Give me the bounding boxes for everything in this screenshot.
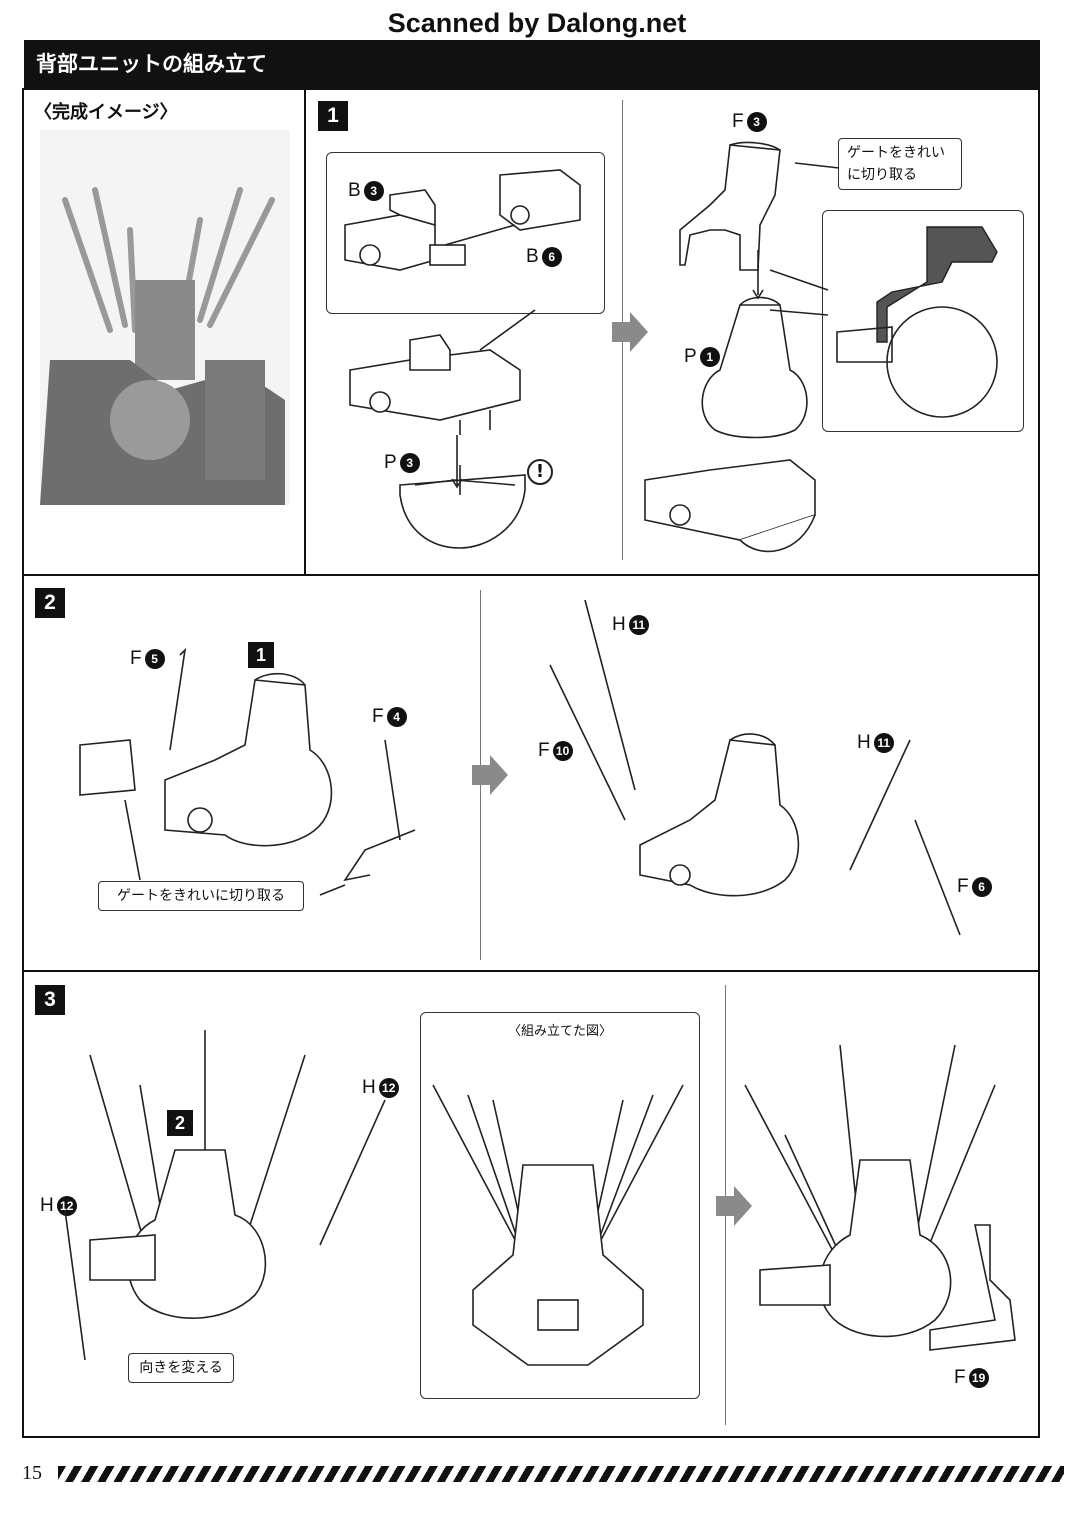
part-number-badge: 1 <box>699 347 720 367</box>
step-number-3: 3 <box>35 985 65 1015</box>
next-arrow-icon <box>612 312 648 352</box>
part-number-badge: 6 <box>541 247 562 267</box>
part-letter: H <box>362 1077 376 1098</box>
note-pointer <box>794 162 840 169</box>
part-letter: F <box>130 648 142 669</box>
part-drawing-b3 <box>344 189 466 271</box>
part-letter: H <box>612 614 626 635</box>
ref-step-2: 2 <box>167 1110 193 1136</box>
part-letter: B <box>526 246 539 267</box>
scan-credit: Scanned by Dalong.net <box>387 8 687 38</box>
part-number-badge: 12 <box>56 1196 77 1216</box>
note-text: ゲートをきれい に切り取る <box>847 145 945 183</box>
part-drawing-p1 <box>701 296 808 439</box>
preview-image <box>40 130 290 505</box>
detail-zoom-box <box>822 210 1024 432</box>
ref-step-1: 1 <box>248 642 274 668</box>
assembled-view-drawing <box>432 1084 684 1366</box>
note-change-direction: 向きを変える <box>128 1353 234 1383</box>
divider <box>22 574 1040 576</box>
part-number-badge: 3 <box>399 453 420 473</box>
step-number-1: 1 <box>318 101 348 131</box>
part-number-badge: 11 <box>873 733 894 753</box>
part-number-badge: 10 <box>552 741 573 761</box>
note-gate-clean: ゲートをきれい に切り取る <box>838 138 962 190</box>
part-drawing-b6 <box>499 169 581 231</box>
next-arrow-icon <box>472 755 508 795</box>
part-number-badge: 5 <box>144 649 165 669</box>
next-arrow-icon <box>716 1186 752 1226</box>
part-letter: P <box>384 452 397 473</box>
part-letter: F <box>732 111 744 132</box>
note-text: ゲートをきれいに切り取る <box>117 888 285 904</box>
part-number-badge: 4 <box>386 707 407 727</box>
down-arrow <box>451 435 463 489</box>
assembly-b-drawing <box>349 334 521 435</box>
zoom-pointer <box>769 269 829 316</box>
assembly-drawing-3b <box>744 1044 1016 1351</box>
part-letter: F <box>954 1367 966 1388</box>
note-gate-clean-2: ゲートをきれいに切り取る <box>98 881 304 911</box>
warning-icon <box>527 459 553 485</box>
part-number-badge: 19 <box>968 1368 989 1388</box>
arrow-line <box>444 224 516 246</box>
part-letter: H <box>40 1195 54 1216</box>
part-number-badge: 6 <box>971 877 992 897</box>
part-letter: B <box>348 180 361 201</box>
down-arrow <box>752 250 764 300</box>
part-number-badge: 3 <box>746 112 767 132</box>
footer-stripe <box>58 1466 1064 1482</box>
note-text: 向きを変える <box>139 1360 223 1376</box>
part-number-badge: 12 <box>378 1078 399 1098</box>
part-number-badge: 3 <box>363 181 384 201</box>
part-letter: F <box>538 740 550 761</box>
hemisphere-p3 <box>399 465 526 549</box>
step-number-2: 2 <box>35 588 65 618</box>
page-number: 15 <box>22 1462 42 1484</box>
detail-callout-box <box>326 152 605 314</box>
divider <box>22 970 1040 972</box>
assembly-drawing-2 <box>79 647 416 882</box>
assembly-drawing-1 <box>644 459 816 553</box>
warning-symbol: ! <box>535 461 545 482</box>
part-letter: F <box>957 876 969 897</box>
assembly-drawing-2b <box>549 599 961 936</box>
part-letter: P <box>684 346 697 367</box>
part-letter: F <box>372 706 384 727</box>
part-drawing-f3 <box>679 141 781 271</box>
callout-pointer <box>479 309 536 351</box>
part-number-badge: 11 <box>628 615 649 635</box>
instruction-frame <box>22 88 1040 1438</box>
detail-drawing-gate <box>836 226 998 418</box>
preview-title: 〈完成イメージ〉 <box>34 102 178 123</box>
part-letter: H <box>857 732 871 753</box>
note-pointer <box>124 799 346 896</box>
divider <box>304 88 306 576</box>
assembled-view-title: 〈組み立てた図〉 <box>508 1024 613 1039</box>
assembled-view-box <box>420 1012 700 1399</box>
section-title: 背部ユニットの組み立て <box>24 40 1040 88</box>
assembly-drawing-3a <box>64 1030 386 1361</box>
